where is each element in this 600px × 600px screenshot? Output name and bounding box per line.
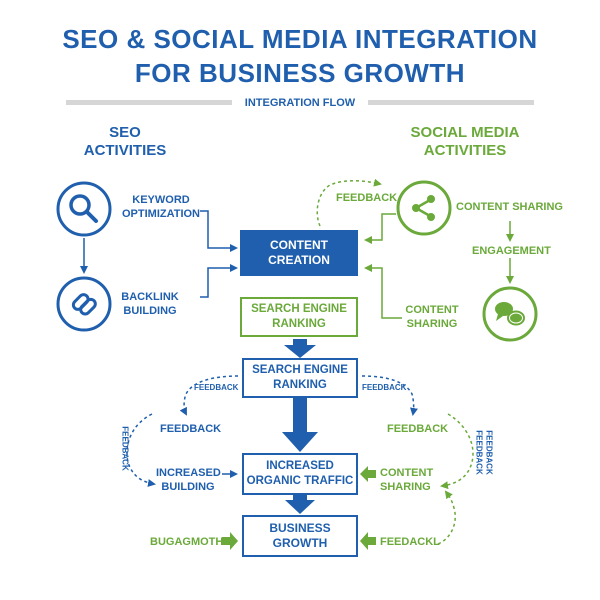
seo-heading-line2: ACTIVITIES (83, 142, 167, 159)
keyword-line2: OPTIMIZATION (121, 208, 200, 220)
lower-content-sharing-label: CONTENT SHARING (380, 466, 434, 494)
search-ranking-blue-box: SEARCH ENGINE RANKING (242, 358, 358, 398)
traffic-line2: ORGANIC TRAFFIC (246, 475, 354, 487)
engagement-label: ENGAGEMENT (472, 245, 551, 257)
keyword-line1: KEYWORD (132, 194, 190, 206)
social-heading-line1: SOCIAL MEDIA (410, 124, 520, 141)
social-heading: SOCIAL MEDIA ACTIVITIES (395, 124, 535, 160)
backlink-line1: BACKLINK (121, 291, 179, 303)
growth-line1: BUSINESS (269, 521, 331, 535)
increased-building-label: INCREASED BUILDING (156, 466, 221, 494)
feedback-dashed-arc-top (316, 178, 382, 227)
link-icon (56, 276, 112, 332)
ranking-green-line2: RANKING (272, 318, 326, 330)
backlink-building-label: BACKLINK BUILDING (118, 290, 182, 318)
arrow-backlink-to-content (200, 264, 238, 298)
content-creation-box: CONTENT CREATION (240, 230, 358, 276)
feedback-vertical-right-1-label: FEEDBACK (474, 430, 484, 475)
search-ranking-green-box: SEARCH ENGINE RANKING (240, 297, 358, 337)
chat-bubbles-icon (482, 286, 538, 342)
share-icon (396, 180, 452, 236)
feedback-small-right-label: FEEDBACK (362, 383, 407, 392)
growth-line2: GROWTH (272, 536, 328, 550)
lower-content-line1: CONTENT (380, 467, 434, 479)
arrow-right-to-growth (360, 532, 376, 550)
feedback-vertical-left-label: FEEDBACK (120, 426, 130, 471)
content-creation-line2: CREATION (268, 253, 330, 267)
feedback-dashed-arc-left (179, 375, 239, 416)
social-content-line1: CONTENT (405, 304, 459, 316)
feedback-dashed-arc-far-right (440, 413, 474, 490)
page-title-line2: FOR BUSINESS GROWTH (134, 58, 466, 88)
feedback-dashed-arc-bottom-right (437, 490, 456, 545)
feedback-dashed-arc-right (361, 375, 418, 416)
ranking-blue-line1: SEARCH ENGINE (252, 364, 348, 376)
seo-heading-line1: SEO (109, 124, 141, 141)
feedback-small-left-label: FEEDBACK (194, 383, 239, 392)
social-content-sharing-label: CONTENT SHARING (402, 303, 462, 331)
arrow-green-ranking-to-blue-ranking (284, 339, 316, 358)
arrow-ranking-to-traffic (282, 398, 318, 452)
feedback-vertical-right-2-label: FEEDBACK (484, 430, 494, 475)
seo-heading: SEO ACTIVITIES (60, 124, 190, 160)
search-icon (56, 181, 112, 237)
keyword-optimization-label: KEYWORD OPTIMIZATION (116, 193, 206, 221)
arrow-content-to-traffic (360, 466, 376, 482)
increased-line1: INCREASED (156, 467, 221, 479)
page-title-line1: SEO & SOCIAL MEDIA INTEGRATION (62, 24, 538, 54)
ranking-green-line1: SEARCH ENGINE (251, 303, 347, 315)
arrow-share-to-content (364, 213, 396, 244)
organic-traffic-box: INCREASED ORGANIC TRAFFIC (242, 453, 358, 495)
ranking-blue-line2: RANKING (273, 379, 327, 391)
lower-content-line2: SHARING (380, 481, 431, 493)
feedback-right-label: FEEDBACK (387, 423, 449, 435)
feedback-left-label: FEEDBACK (160, 423, 222, 435)
content-sharing-label: CONTENT SHARING (456, 201, 563, 213)
arrow-keyword-to-content (200, 210, 238, 252)
traffic-line1: INCREASED (266, 460, 334, 472)
social-content-line2: SHARING (406, 318, 458, 330)
social-feedback-label: FEEDBACK (336, 192, 398, 204)
business-growth-box: BUSINESS GROWTH (242, 515, 358, 557)
content-creation-line1: CONTENT (270, 238, 328, 252)
bottom-right-label: FEEDACKL (380, 536, 440, 548)
arrow-left-to-growth (222, 532, 238, 550)
feedback-dashed-arc-far-left (126, 413, 156, 487)
bottom-left-label: BUGAGMOTH (150, 536, 224, 548)
arrow-traffic-to-growth (285, 494, 315, 514)
integration-flow-label: INTEGRATION FLOW (232, 94, 368, 112)
arrow-social-content-to-creation (364, 264, 402, 319)
increased-line2: BUILDING (161, 481, 215, 493)
backlink-line2: BUILDING (123, 305, 177, 317)
social-heading-line2: ACTIVITIES (423, 142, 507, 159)
